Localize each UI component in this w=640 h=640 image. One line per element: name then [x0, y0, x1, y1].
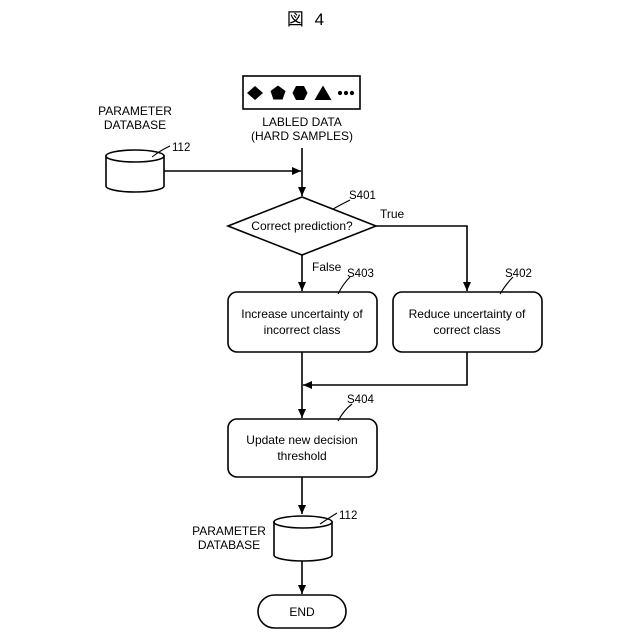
- parameter-database-top-label: PARAMETER: [98, 104, 172, 118]
- end-label: END: [289, 605, 315, 619]
- true-branch-label: True: [380, 207, 405, 221]
- process-s404-line1: Update new decision: [246, 433, 357, 447]
- process-box-s403: [228, 292, 377, 352]
- decision-text: Correct prediction?: [251, 219, 353, 233]
- process-s404-line2: threshold: [277, 449, 326, 463]
- connector-line: [376, 226, 467, 291]
- step-label-s401: S401: [349, 190, 376, 202]
- process-s402-line1: Reduce uncertainty of: [409, 307, 526, 321]
- process-s403-line1: Increase uncertainty of: [241, 307, 363, 321]
- parameter-database-bottom-label: PARAMETER: [192, 524, 266, 538]
- labeled-data-sublabel: (HARD SAMPLES): [251, 129, 353, 143]
- process-box-s402: [393, 292, 542, 352]
- process-box-s404: [228, 419, 377, 477]
- parameter-database-top-sublabel: DATABASE: [104, 118, 166, 132]
- figure-title: 図 4: [287, 10, 327, 29]
- process-s402-line2: correct class: [433, 323, 500, 337]
- step-label-s402: S402: [505, 268, 532, 280]
- process-s403-line2: incorrect class: [264, 323, 341, 337]
- ref-number-112-bottom: 112: [339, 510, 357, 522]
- false-branch-label: False: [312, 260, 342, 274]
- connector-line: [303, 352, 467, 385]
- step-label-s403: S403: [347, 268, 374, 280]
- parameter-database-bottom: [274, 516, 332, 561]
- ellipsis-dot: [344, 91, 348, 95]
- parameter-database-bottom-sublabel: DATABASE: [198, 538, 260, 552]
- labeled-data-label: LABLED DATA: [262, 115, 342, 129]
- ellipsis-dot: [350, 91, 354, 95]
- ellipsis-dot: [338, 91, 342, 95]
- labeled-data-box: [243, 76, 360, 109]
- step-leader-s401: [333, 200, 350, 209]
- step-label-s404: S404: [347, 394, 374, 406]
- parameter-database-top: [106, 150, 164, 192]
- ref-number-112-top: 112: [172, 142, 190, 154]
